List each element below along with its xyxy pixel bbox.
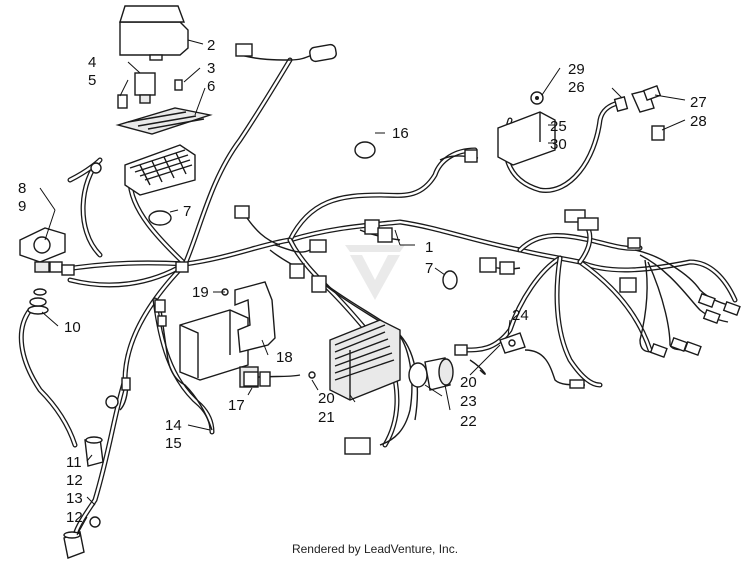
callout-30: 30 bbox=[550, 136, 567, 153]
voltage-regulator bbox=[308, 319, 401, 401]
callout-19: 19 bbox=[192, 284, 209, 301]
callout-12: 12 bbox=[66, 509, 83, 526]
terminal-hardware bbox=[27, 288, 49, 315]
callout-27: 27 bbox=[690, 94, 707, 111]
callout-3: 3 bbox=[207, 60, 215, 77]
junction-box bbox=[497, 111, 556, 166]
callout-6: 6 bbox=[207, 78, 215, 95]
callout-28: 28 bbox=[690, 113, 707, 130]
callout-18: 18 bbox=[276, 349, 293, 366]
callout-12: 12 bbox=[66, 472, 83, 489]
indicator-light bbox=[408, 357, 454, 391]
callout-20: 20 bbox=[460, 374, 477, 391]
starter-solenoid bbox=[19, 227, 66, 273]
render-credit: Rendered by LeadVenture, Inc. bbox=[291, 542, 459, 556]
terminal-boot bbox=[63, 436, 104, 559]
cable-clamp bbox=[148, 141, 458, 290]
callout-9: 9 bbox=[18, 198, 26, 215]
fastener-nut bbox=[530, 91, 544, 105]
callout-22: 22 bbox=[460, 413, 477, 430]
harness-connector bbox=[311, 275, 371, 455]
callout-4: 4 bbox=[88, 54, 96, 71]
callout-29: 29 bbox=[568, 61, 585, 78]
callout-15: 15 bbox=[165, 435, 182, 452]
callout-17: 17 bbox=[228, 397, 245, 414]
callout-23: 23 bbox=[460, 393, 477, 410]
pigtail-connectors bbox=[49, 43, 741, 391]
callout-14: 14 bbox=[165, 417, 182, 434]
mini-fuse bbox=[117, 79, 183, 109]
fuse-strip bbox=[115, 107, 213, 135]
callout-1: 1 bbox=[425, 239, 433, 256]
callout-21: 21 bbox=[318, 409, 335, 426]
mounting-plate bbox=[499, 332, 526, 354]
callout-25: 25 bbox=[550, 118, 567, 135]
callout-5: 5 bbox=[88, 72, 96, 89]
callout-8: 8 bbox=[18, 180, 26, 197]
callout-26: 26 bbox=[568, 79, 585, 96]
relay bbox=[134, 72, 156, 104]
fuse-block bbox=[124, 144, 196, 196]
callout-20: 20 bbox=[318, 390, 335, 407]
callout-16: 16 bbox=[392, 125, 409, 142]
hose-fitting bbox=[613, 85, 665, 141]
callout-labels: 2 4 5 3 6 7 8 9 10 11 12 13 12 14 15 16 … bbox=[18, 37, 707, 526]
watermark-logo bbox=[345, 245, 405, 300]
leader-lines bbox=[39, 39, 686, 536]
callout-7: 7 bbox=[183, 203, 191, 220]
callout-13: 13 bbox=[66, 490, 83, 507]
ring-terminals bbox=[89, 162, 119, 528]
callout-11: 11 bbox=[66, 454, 82, 471]
callout-24: 24 bbox=[512, 307, 529, 324]
callout-7: 7 bbox=[425, 260, 433, 277]
callout-2: 2 bbox=[207, 37, 215, 54]
fuse-box-cover bbox=[119, 5, 189, 61]
callout-10: 10 bbox=[64, 319, 81, 336]
